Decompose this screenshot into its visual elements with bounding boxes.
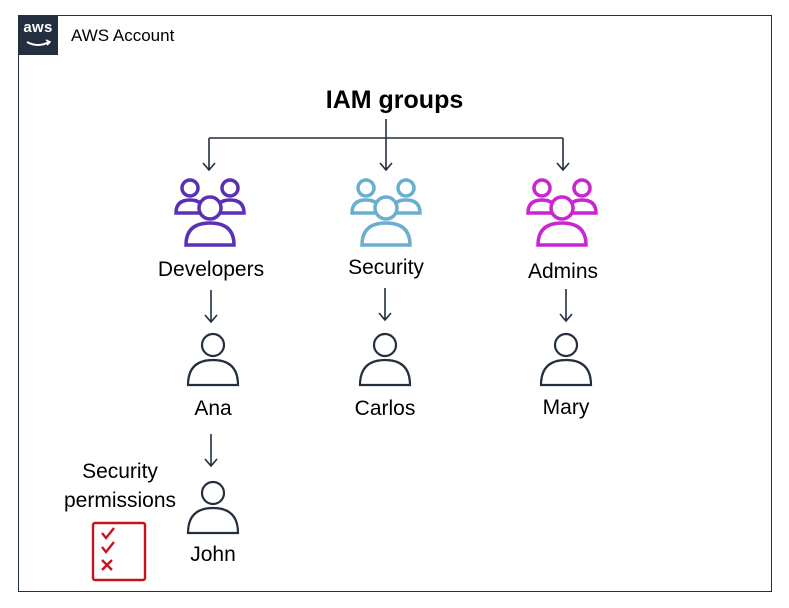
group-icon-developers xyxy=(174,178,246,247)
user-icon-mary xyxy=(539,332,593,387)
arrow-to-john xyxy=(204,434,218,468)
arrow-to-carlos xyxy=(378,288,392,322)
permissions-label-line1: Security xyxy=(82,460,158,483)
group-icon-admins xyxy=(526,178,598,247)
account-label: AWS Account xyxy=(71,26,175,45)
user-label-carlos: Carlos xyxy=(354,397,416,420)
aws-logo-text: aws xyxy=(23,19,53,36)
user-icon-ana xyxy=(186,332,240,387)
arrow-to-ana xyxy=(204,290,218,324)
user-icon-john xyxy=(186,480,240,535)
arrow-to-developers xyxy=(202,138,216,172)
diagram-title: IAM groups xyxy=(325,86,464,114)
arrow-to-security xyxy=(379,138,393,172)
group-label-admins: Admins xyxy=(527,260,599,283)
aws-logo-icon: aws xyxy=(18,15,58,55)
checklist-icon xyxy=(91,521,147,582)
aws-smile-icon xyxy=(26,39,52,46)
user-label-john: John xyxy=(190,543,236,566)
group-icon-security xyxy=(350,178,422,247)
arrow-to-mary xyxy=(559,289,573,323)
user-icon-carlos xyxy=(358,332,412,387)
user-label-mary: Mary xyxy=(542,396,590,419)
user-label-ana: Ana xyxy=(194,397,232,420)
group-connectors xyxy=(202,119,573,468)
group-label-developers: Developers xyxy=(157,258,265,281)
permissions-label-line2: permissions xyxy=(63,489,177,512)
aws-account-frame xyxy=(18,15,772,592)
arrow-to-admins xyxy=(556,138,570,172)
group-label-security: Security xyxy=(348,256,424,279)
